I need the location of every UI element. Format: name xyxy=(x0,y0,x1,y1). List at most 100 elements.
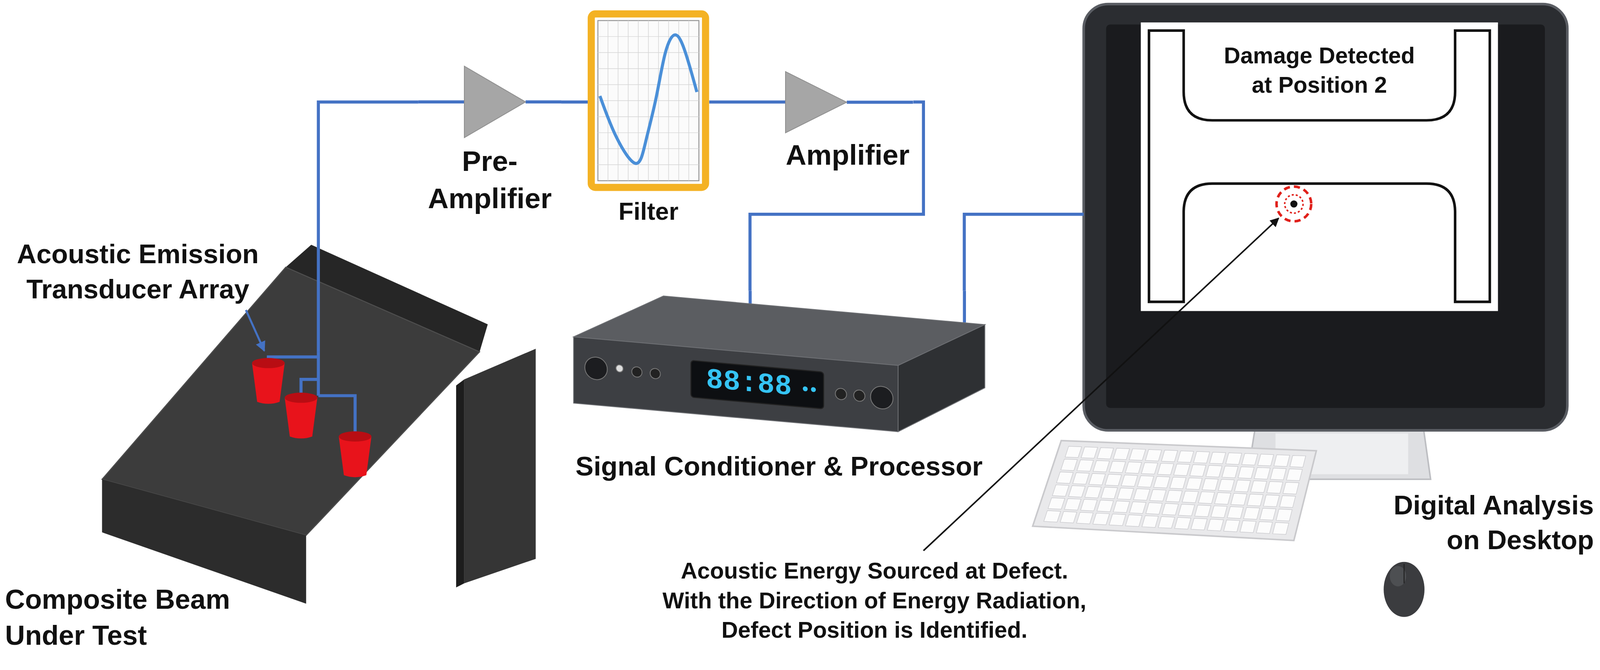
keyboard-key xyxy=(1065,446,1082,458)
keyboard-key xyxy=(1113,448,1130,460)
keyboard-key xyxy=(1237,466,1255,479)
keyboard-key xyxy=(1056,471,1074,484)
keyboard-key xyxy=(1109,461,1126,473)
keyboard-key xyxy=(1141,462,1158,475)
signal-wire xyxy=(318,102,419,353)
keyboard-key xyxy=(1121,475,1138,487)
grid-line xyxy=(678,20,679,181)
desktop-computer: Digital Analysis on DesktopDamage Detect… xyxy=(1083,4,1594,562)
node-label: Digital Analysis on Desktop xyxy=(1383,487,1595,559)
keyboard-key xyxy=(1181,491,1199,503)
device-knob xyxy=(584,355,608,381)
wire-stub xyxy=(846,100,913,104)
mouse xyxy=(1383,562,1425,618)
signal-wire xyxy=(749,102,924,291)
keyboard-key xyxy=(1149,489,1167,502)
device-knob xyxy=(650,367,661,380)
node-label: Pre- Amplifier xyxy=(424,142,556,217)
keyboard-key xyxy=(1250,480,1267,493)
defect-callout: Acoustic Energy Sourced at Defect. With … xyxy=(658,556,1091,646)
signal-wire xyxy=(709,100,786,104)
monitor-bezel xyxy=(1083,4,1568,431)
grid-line xyxy=(598,148,700,149)
node-label: Amplifier xyxy=(785,136,910,174)
keyboard-key xyxy=(1263,494,1280,507)
device-knob xyxy=(631,366,642,378)
keyboard-key xyxy=(1239,520,1257,533)
pre-amplifier-drawing xyxy=(418,66,562,138)
keyboard-key xyxy=(1157,463,1174,476)
keyboard-key xyxy=(1259,508,1276,521)
device-front-panel xyxy=(584,350,894,415)
keyboard-key xyxy=(1275,509,1293,522)
keyboard-key xyxy=(1177,450,1194,463)
keyboard-key xyxy=(1207,518,1224,531)
keyboard-key xyxy=(1096,499,1114,512)
filter-box: Filter xyxy=(587,10,709,241)
keyboard-key xyxy=(1060,511,1077,524)
device-knob xyxy=(615,364,623,373)
keyboard-key xyxy=(1185,478,1202,490)
keyboard-key xyxy=(1113,500,1130,513)
sine-wave xyxy=(600,34,697,164)
leader-line xyxy=(245,309,265,351)
label-text: Acoustic Emission Transducer Array xyxy=(7,236,268,308)
filter-box-drawing xyxy=(591,13,706,188)
node-label: Signal Conditioner & Processor xyxy=(575,449,983,485)
keyboard-key xyxy=(1145,502,1163,515)
grid-line xyxy=(598,100,700,101)
keyboard-key xyxy=(1257,454,1274,466)
keyboard-key xyxy=(1273,454,1290,467)
amplifier-symbol xyxy=(785,71,847,133)
filter-frame xyxy=(591,13,706,188)
keyboard-key xyxy=(1243,507,1260,520)
keyboard-key xyxy=(1194,504,1211,517)
amplifier-symbol xyxy=(464,66,526,138)
grid-line xyxy=(658,20,659,181)
keyboard-key xyxy=(1145,449,1162,462)
transducer-body xyxy=(338,436,372,478)
grid-line xyxy=(688,20,690,181)
grid-line xyxy=(598,116,700,117)
keyboard-key xyxy=(1072,472,1090,485)
keyboard-key xyxy=(1129,449,1146,461)
keyboard-key xyxy=(1105,474,1122,486)
transducer-top xyxy=(338,431,372,442)
node-label: Filter xyxy=(618,195,679,228)
keyboard-key xyxy=(1222,466,1239,478)
beam-section-outline xyxy=(1148,30,1490,302)
keyboard-key xyxy=(1133,488,1151,501)
keyboard-key xyxy=(1270,468,1286,481)
keyboard-key xyxy=(1246,494,1264,507)
keyboard-keys xyxy=(1043,446,1306,535)
keyboard-key xyxy=(1081,446,1098,459)
keyboard-key xyxy=(1093,460,1110,473)
keyboard-key xyxy=(1282,482,1300,495)
signal-wire xyxy=(561,100,588,104)
keyboard-key xyxy=(1202,478,1219,491)
keyboard-key xyxy=(1256,521,1273,534)
keyboard-key xyxy=(1068,485,1086,498)
device-knob xyxy=(870,385,893,410)
beam-group: Composite Beam Under Test xyxy=(4,352,541,659)
defect-point xyxy=(1290,200,1298,208)
keyboard-key xyxy=(1093,513,1110,525)
keyboard-key xyxy=(1193,451,1210,464)
keyboard-key xyxy=(1125,461,1142,474)
screen-image xyxy=(1140,22,1498,311)
keyboard-key xyxy=(1279,495,1296,508)
display-window xyxy=(690,360,824,409)
keyboard-key xyxy=(1109,514,1126,526)
transducer-body xyxy=(284,397,318,439)
keyboard-key xyxy=(1254,467,1271,480)
keyboard-key xyxy=(1173,463,1190,476)
beam-right-flange xyxy=(464,348,536,584)
transducer-array xyxy=(245,309,372,478)
transducer-top xyxy=(252,357,285,369)
keyboard-key xyxy=(1189,464,1207,477)
keyboard-key xyxy=(1206,465,1223,477)
wire-stub xyxy=(418,100,465,104)
keyboard-key xyxy=(1137,475,1154,488)
keyboard-key xyxy=(1117,487,1134,500)
keyboard-key xyxy=(1174,517,1191,530)
